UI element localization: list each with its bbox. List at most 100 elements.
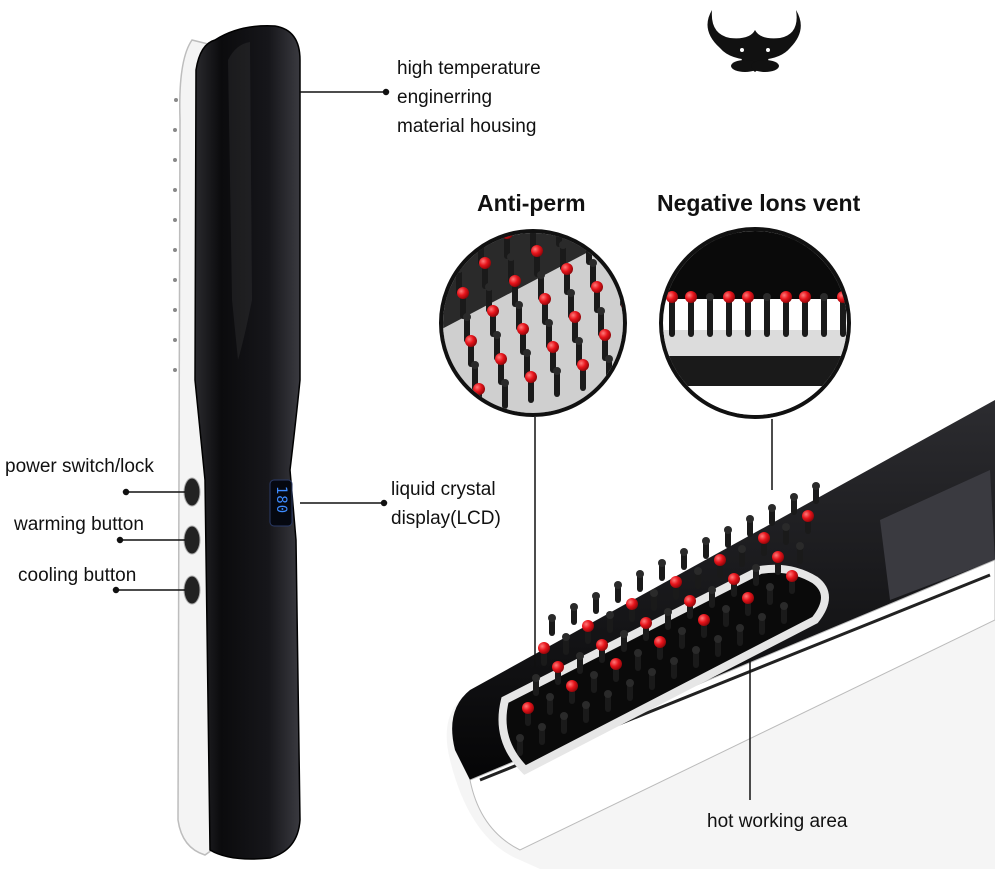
bristle	[763, 293, 771, 337]
housing-label-line-2: enginerring	[397, 87, 493, 108]
lcd-readout: 180	[273, 485, 289, 515]
anti-perm-heading: Anti-perm	[477, 190, 586, 216]
bristle	[627, 325, 635, 355]
leader-lines	[112, 88, 773, 800]
bristle	[576, 652, 584, 674]
bristle	[590, 671, 598, 693]
bristle	[599, 329, 611, 361]
bristle	[685, 291, 697, 337]
bristle	[566, 680, 578, 704]
bristle	[569, 311, 581, 343]
bristle	[509, 275, 521, 307]
bristle	[728, 573, 740, 597]
bristle	[790, 493, 798, 515]
bristle	[738, 545, 746, 567]
bristle	[626, 598, 638, 622]
bristle	[620, 630, 628, 652]
bristle	[517, 323, 529, 355]
bristle	[658, 559, 666, 581]
bristle	[746, 515, 754, 537]
bristle	[650, 589, 658, 611]
bristle	[648, 668, 656, 690]
bristle	[610, 658, 622, 682]
bristle	[780, 291, 792, 337]
bristle	[708, 586, 716, 608]
bristle	[577, 359, 589, 391]
bristle	[629, 347, 641, 379]
anti-perm-inset	[439, 229, 641, 417]
bristle	[796, 542, 804, 564]
bristle	[742, 592, 754, 616]
housing-label-line-1: high temperature	[397, 58, 541, 79]
bristle	[546, 693, 554, 715]
bristle	[640, 617, 652, 641]
warming-button-label: warming button	[14, 514, 144, 535]
bristle	[531, 245, 543, 277]
bristle	[501, 379, 509, 409]
power-switch-label: power switch/lock	[5, 456, 154, 477]
bristle	[799, 291, 811, 337]
bristle	[561, 263, 573, 295]
bristle	[465, 335, 477, 367]
bristle	[487, 305, 499, 337]
bristle	[758, 613, 766, 635]
bristle	[780, 602, 788, 624]
hot-working-area-label: hot working area	[707, 811, 848, 832]
bristle	[680, 548, 688, 570]
negative-ions-heading: Negative lons vent	[657, 190, 861, 216]
bristle	[525, 371, 537, 403]
bristle	[766, 583, 774, 605]
bristle	[758, 532, 770, 556]
lcd-label-line-2: display(LCD)	[391, 508, 501, 529]
bristle	[736, 624, 744, 646]
bristle	[570, 603, 578, 625]
bristle	[752, 564, 760, 586]
bristle	[702, 537, 710, 559]
bristle	[722, 605, 730, 627]
bristle	[582, 701, 590, 723]
lcd-label-line-1: liquid crystal	[391, 479, 496, 500]
bristle	[457, 287, 469, 319]
bristle	[591, 281, 603, 313]
bristle	[538, 723, 546, 745]
brush-angled-view	[446, 400, 995, 869]
device-front-view	[173, 25, 301, 860]
bristle	[606, 611, 614, 633]
side-button-group	[183, 477, 201, 605]
bristle	[560, 712, 568, 734]
brand-logo	[707, 10, 801, 72]
cooling-button-label: cooling button	[18, 565, 137, 586]
bristle	[614, 581, 622, 603]
bristle	[706, 293, 714, 337]
bristle	[654, 636, 666, 660]
bristle	[611, 233, 619, 259]
bristle	[634, 649, 642, 671]
bristle	[608, 233, 614, 235]
bristle	[694, 567, 702, 589]
bristle	[714, 554, 726, 578]
bristle	[772, 551, 784, 575]
housing-label-line-3: material housing	[397, 116, 537, 137]
bristle	[604, 690, 612, 712]
bristle	[522, 702, 534, 726]
bristle	[666, 291, 678, 337]
bristle	[782, 523, 790, 545]
bristle	[552, 661, 564, 685]
bristle	[479, 257, 491, 289]
bristle	[547, 341, 559, 373]
bristle	[592, 592, 600, 614]
bristle	[516, 734, 524, 756]
bristle	[539, 293, 551, 325]
bristle	[553, 367, 561, 397]
bristle	[495, 353, 507, 385]
lcd-label: liquid crystal display(LCD)	[391, 475, 501, 533]
bristle	[768, 504, 776, 526]
negative-ions-inset	[659, 227, 851, 419]
bristle	[678, 627, 686, 649]
bristle	[670, 576, 682, 600]
bristle	[786, 570, 798, 594]
bristle	[532, 674, 540, 696]
bristle	[723, 291, 735, 337]
bristle	[724, 526, 732, 548]
